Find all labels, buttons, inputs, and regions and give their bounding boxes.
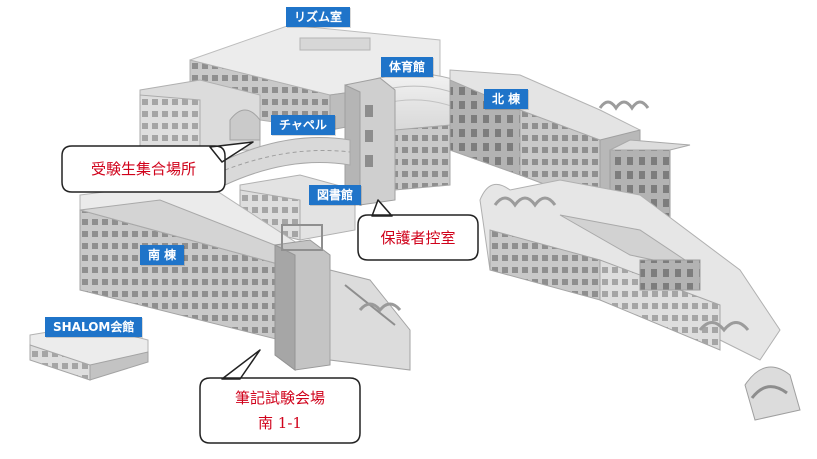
callout-bubble-guardian: [357, 199, 479, 261]
label-chapel: チャペル: [271, 115, 335, 135]
callout-bubble-exam: [199, 349, 361, 444]
label-shalom-hall: SHALOM会館: [45, 317, 143, 337]
callout-exam-venue-title: 筆記試験会場: [234, 389, 325, 407]
east-wing-building: [479, 179, 801, 421]
label-gymnasium: 体育館: [381, 57, 434, 77]
callout-bubble-assembly: [61, 141, 254, 193]
callout-assembly-place: 受験生集合場所: [90, 160, 196, 178]
curved-walkway: [224, 137, 351, 186]
label-rhythm-room: リズム室: [286, 7, 351, 27]
label-north-wing: 北 棟: [484, 89, 529, 109]
callout-exam-venue-room: 南 1-1: [258, 414, 302, 432]
callout-guardian-waiting-room: 保護者控室: [380, 229, 456, 247]
label-library: 図書館: [309, 185, 362, 205]
south-wing-building: [79, 179, 411, 371]
label-south-wing: 南 棟: [140, 245, 185, 265]
